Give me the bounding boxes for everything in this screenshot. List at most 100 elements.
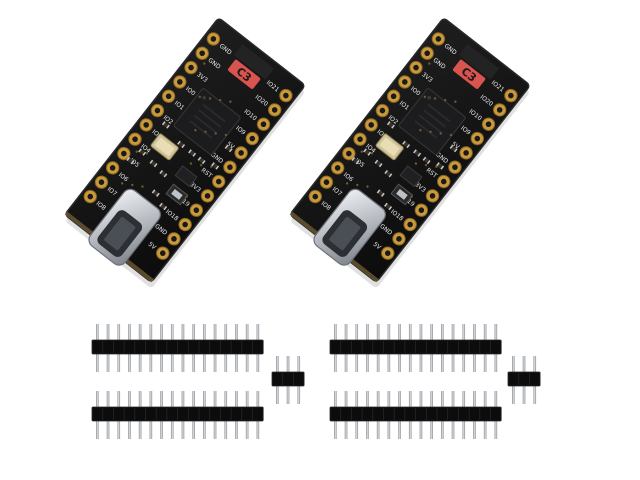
crystal-oscillator-icon [375,133,404,161]
pin-pad [184,60,198,75]
smd-terminal [388,206,393,211]
boards-group: GNDIO21GNDIO203V3IO10IO0IO9IO15VIO2GNDIO… [64,18,530,288]
pin-pad [161,89,176,103]
pin-pad-hole [283,92,289,99]
pin-label: 5V [225,141,236,152]
reset-button-cap [171,189,183,200]
smd-terminal [406,144,411,149]
pin-pad [117,146,131,161]
pin-pad [448,160,462,174]
smd-terminal [159,169,163,175]
smd-terminal [142,151,147,156]
pin-header-strip-short [507,356,541,404]
smd-terminal [163,206,168,211]
crystal-top [154,137,175,156]
via [194,129,197,132]
header-plastic [271,371,305,387]
pin-pad-hole [407,221,413,228]
header-plastic [507,371,541,387]
smd-terminal [163,173,168,178]
regulator-chip [174,165,198,188]
pin-pad-hole [121,150,127,157]
pin-pad [267,103,282,117]
via [360,150,363,153]
pin-pad [459,146,473,160]
smd-terminal [201,160,206,165]
pin-pad-hole [132,136,138,143]
pin-pad [83,189,97,204]
pin-pad-hole [424,50,431,57]
smd-terminal [355,160,360,165]
via [229,100,232,103]
usb-tongue [329,216,361,251]
pin-pad [178,217,192,232]
pin-header-strip-long [329,391,502,439]
pin-label: IO2 [387,114,400,126]
via [428,62,431,65]
pin-pad-hole [204,193,211,199]
pin-pad [308,189,322,204]
antenna-area [233,43,275,80]
pin-pad [223,160,237,174]
pin-pad [398,75,412,89]
dev-board: GNDIO21GNDIO203V3IO10IO0IO9IO15VIO2GNDIO… [64,18,305,288]
smd-terminal [192,152,197,157]
pin-pad [364,118,378,132]
via [435,165,438,168]
pin-label: IO0 [184,85,197,97]
pin-label: IO0 [409,85,422,97]
pin-pad-hole [165,93,172,100]
pin-label: 5V [450,141,461,152]
pin-pad [195,46,209,60]
smd-terminal [384,169,388,175]
pin-label: IO8 [95,200,108,212]
pin-pad-hole [368,122,375,128]
pin-pad [212,174,226,189]
pin-pad [256,117,271,131]
via [208,97,212,100]
pin-pad-hole [171,236,177,242]
pin-pad-hole [463,150,469,156]
pin-pad-hole [418,207,425,213]
pin-label: IO7 [106,186,119,198]
reset-button-cap [396,189,408,200]
reset-button [165,183,189,206]
pin-pad [409,60,423,75]
pin-pad-hole [159,250,166,256]
smd-terminal [138,148,142,153]
pin-pad-hole [271,107,278,113]
via [439,132,442,135]
pin-pad [437,174,451,189]
pin-pad-hole [260,121,267,128]
pin-pad-hole [334,165,341,171]
pin-pad-hole [357,136,363,143]
pin-pad [234,146,248,160]
pin-pad [425,189,440,203]
reset-button [390,183,414,206]
pin-label: IO5 [353,157,366,169]
pin-pad-hole [323,179,330,186]
pin-pad-hole [143,122,150,128]
pin-pad-hole [182,221,188,228]
pin-pad [173,75,187,89]
regulator-chip [399,165,423,188]
via [218,98,222,102]
crystal-oscillator-icon [150,133,179,161]
smd-terminal [367,151,372,156]
pin-pad [386,89,401,103]
pin-pad-hole [109,165,116,171]
smd-terminal [197,156,202,161]
smd-terminal [386,121,391,126]
smd-terminal [351,156,356,161]
pin-pad-hole [440,178,447,185]
via [131,183,134,187]
pin-label: IO9 [459,125,472,137]
pin-pad [139,118,153,132]
via [224,133,228,137]
via [135,150,138,153]
pin-label: IO3 [376,128,389,140]
via [189,162,193,165]
via [449,133,453,137]
via [424,163,428,167]
smd-terminal [381,192,385,197]
